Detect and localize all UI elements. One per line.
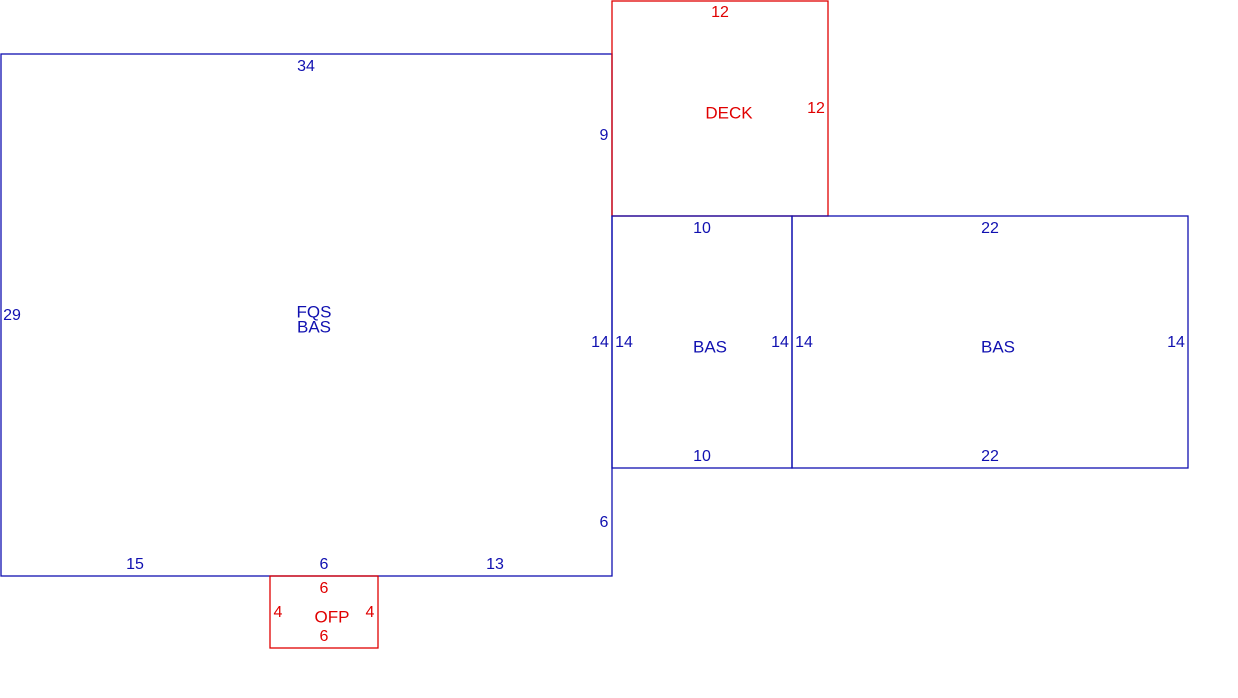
ofp-area-code: OFP <box>315 607 350 626</box>
ofp-outline[interactable] <box>269 575 379 649</box>
deck-dim-right: 12 <box>807 100 825 117</box>
main-house-area-code-bas: BAS <box>297 317 331 336</box>
main-house-dim-right-upper: 9 <box>600 127 609 144</box>
main-house-dim-right-lower: 6 <box>600 514 609 531</box>
bas-small-area-code: BAS <box>693 337 727 356</box>
bas-large-dim-left: 14 <box>795 334 813 351</box>
bas-large-dim-bottom: 22 <box>981 448 999 465</box>
bas-large-outline[interactable] <box>791 215 1189 469</box>
ofp-dim-left: 4 <box>274 604 283 621</box>
main-house-dim-bottom-middle: 6 <box>320 556 329 573</box>
deck-dim-top: 12 <box>711 4 729 21</box>
bas-small-dim-left: 14 <box>615 334 633 351</box>
bas-small-dim-top: 10 <box>693 220 711 237</box>
bas-large-area-code: BAS <box>981 337 1015 356</box>
main-house-dim-right-middle: 14 <box>591 334 609 351</box>
main-house-dim-bottom-left: 15 <box>126 556 144 573</box>
bas-large-dim-top: 22 <box>981 220 999 237</box>
main-house-dim-bottom-right: 13 <box>486 556 504 573</box>
deck-area-code: DECK <box>705 103 753 122</box>
main-house-dim-left: 29 <box>3 307 21 324</box>
ofp-dim-bottom: 6 <box>320 628 329 645</box>
main-house-area-code-fqs: FQS <box>297 302 332 321</box>
main-house-dim-top: 34 <box>297 58 315 75</box>
ofp-dim-top: 6 <box>320 580 329 597</box>
ofp-dim-right: 4 <box>366 604 375 621</box>
bas-small-dim-right: 14 <box>771 334 789 351</box>
bas-small-dim-bottom: 10 <box>693 448 711 465</box>
bas-large-dim-right: 14 <box>1167 334 1185 351</box>
